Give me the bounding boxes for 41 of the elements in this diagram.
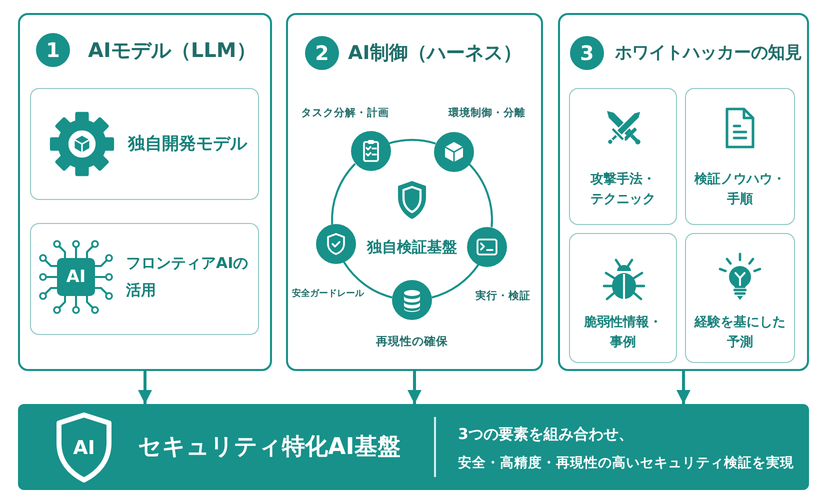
circle-caption: 実行・検証 bbox=[475, 288, 530, 303]
arc-line bbox=[432, 264, 480, 298]
feature-card bbox=[30, 88, 259, 200]
card-label: 攻撃手法・テクニック bbox=[589, 170, 656, 209]
number-badge: 3 bbox=[570, 36, 604, 70]
circle-caption: 再現性の確保 bbox=[376, 334, 448, 349]
arrow bbox=[408, 371, 422, 404]
card-label: 検証ノウハウ・手順 bbox=[693, 171, 786, 209]
card-label: 経験を基にした予測 bbox=[693, 314, 786, 352]
banner-title: セキュリティ特化AI基盤 bbox=[138, 433, 400, 461]
panel bbox=[286, 13, 543, 371]
panel bbox=[18, 13, 272, 371]
circle-caption: 環境制御・分離 bbox=[448, 106, 526, 120]
card-label: 脆弱性情報・事例 bbox=[582, 314, 663, 352]
feature-card bbox=[685, 88, 795, 225]
arc-line bbox=[388, 139, 436, 145]
arc-line bbox=[468, 164, 493, 228]
number-badge: 2 bbox=[305, 36, 339, 70]
icon-label: AI bbox=[73, 436, 95, 460]
number-badge: 1 bbox=[36, 33, 70, 67]
panel-title: AIモデル（LLM） bbox=[88, 38, 256, 62]
panel bbox=[558, 13, 809, 371]
icon-label: AI bbox=[66, 266, 86, 288]
feature-card bbox=[569, 88, 677, 225]
arrow bbox=[138, 371, 152, 404]
banner bbox=[18, 404, 809, 490]
center-label: 独自検証基盤 bbox=[367, 237, 457, 258]
arc-line bbox=[343, 262, 392, 298]
arrow bbox=[676, 371, 690, 404]
circle-caption: 安全ガードレール bbox=[292, 288, 364, 300]
card-label: フロンティアAIの活用 bbox=[126, 253, 250, 301]
card-label: 独自開発モデル bbox=[128, 133, 247, 155]
panel-title: AI制御（ハーネス） bbox=[348, 41, 522, 65]
feature-card bbox=[685, 233, 795, 363]
feature-card bbox=[569, 233, 677, 363]
circle-caption: タスク分解・計画 bbox=[301, 106, 389, 120]
feature-card bbox=[30, 223, 259, 335]
banner-text: 安全・高精度・再現性の高いセキュリティ検証を実現 bbox=[458, 454, 794, 473]
banner-text: 3つの要素を組み合わせ、 bbox=[458, 424, 634, 444]
arc-line bbox=[331, 163, 356, 224]
panel-title: ホワイトハッカーの知見 bbox=[615, 42, 802, 64]
